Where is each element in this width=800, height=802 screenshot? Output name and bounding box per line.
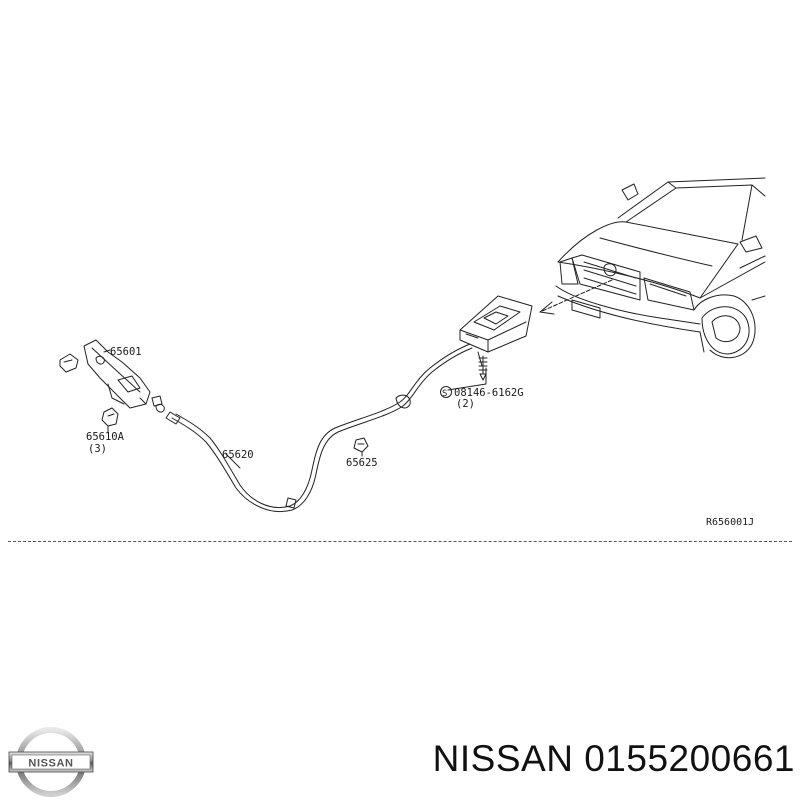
callout-65625: 65625 [346, 457, 378, 469]
divider [8, 541, 792, 542]
brand-part-number: NISSAN 0155200661 [380, 738, 795, 788]
callout-65601: 65601 [110, 346, 142, 358]
logo-lettering: NISSAN [28, 758, 73, 770]
callout-bolt-qty: (2) [456, 398, 475, 410]
grommet-drawing [353, 437, 369, 453]
bracket-drawing [151, 395, 163, 407]
callout-65610a: 65610A [86, 431, 125, 443]
vehicle-drawing [555, 177, 766, 359]
hood-latch-drawing [459, 295, 533, 381]
nut-drawing [59, 353, 79, 373]
brand-name: NISSAN [432, 738, 574, 779]
callout-bolt-prefix: S [442, 389, 447, 399]
callout-65620: 65620 [222, 449, 254, 461]
part-number: 0155200661 [584, 738, 795, 779]
hood-lock-drawing [83, 339, 151, 409]
parts-diagram: 65601 65610A (3) 65620 65625 S 08146-616… [59, 177, 766, 528]
clip-drawing [101, 407, 119, 427]
callout-08146-6162g: 08146-6162G [454, 387, 524, 399]
location-arrow [539, 279, 613, 313]
nissan-logo: NISSAN [8, 727, 94, 797]
diagram-reference-code: R656001J [706, 517, 754, 528]
release-cable [155, 343, 473, 512]
callout-clip-qty: (3) [88, 443, 107, 455]
